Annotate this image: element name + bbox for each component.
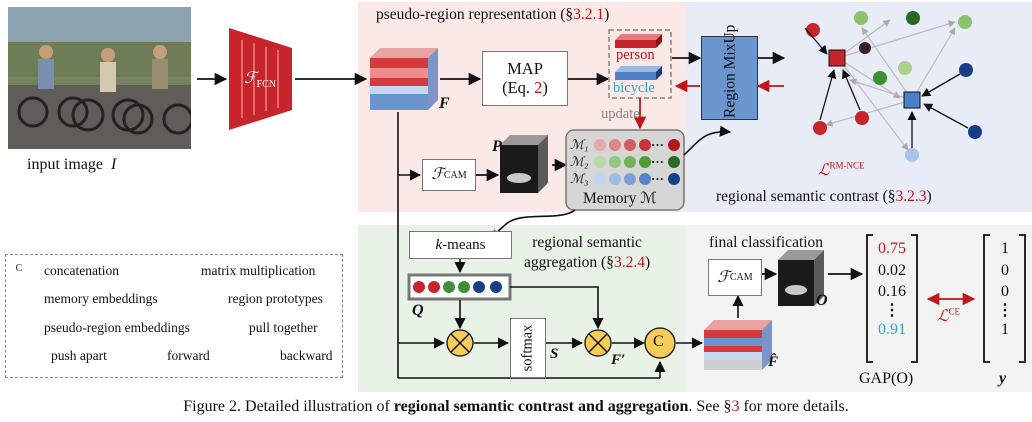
- cyclists-illustration: [8, 7, 191, 149]
- gap-vector: 0.75 0.02 0.16 ⋮ 0.91: [878, 240, 906, 338]
- figure-caption: Figure 2. Detailed illustration of regio…: [183, 398, 849, 415]
- y-label: y: [999, 370, 1007, 387]
- activation-cube-O: [778, 250, 824, 306]
- memory-label: Memory ℳ: [583, 190, 657, 207]
- memory-ellipsis: ·········: [651, 137, 665, 186]
- legend-pseudo: pseudo-region embeddings: [44, 320, 190, 335]
- concat-symbol: C: [653, 333, 664, 350]
- legend-concatenation: concatenation: [44, 263, 119, 278]
- S-label: S: [550, 346, 559, 362]
- contrast-graph: [804, 11, 982, 162]
- input-image: [8, 7, 191, 149]
- concat-circle: [644, 327, 676, 359]
- fcn-block: [229, 28, 292, 130]
- y-vector: 1 0 0 ⋮ 1: [997, 240, 1013, 338]
- bicycle-label: bicycle: [613, 80, 655, 96]
- legend-matrix: matrix multiplication: [201, 263, 316, 278]
- input-label: input image I: [27, 156, 117, 173]
- Q-label: Q: [412, 302, 424, 319]
- matrix-mult-2: [584, 329, 612, 357]
- kmeans-box: k-means: [409, 231, 512, 259]
- person-prototype: [615, 34, 662, 48]
- legend-memory: memory embeddings: [44, 291, 158, 306]
- legend-concat-symbol: C: [15, 263, 23, 274]
- ce-loss: ℒCE: [937, 306, 961, 325]
- map-box: MAP(Eq. 2): [482, 51, 568, 106]
- F-hat-label: F̂: [768, 354, 779, 370]
- feature-cube-F: [370, 48, 438, 110]
- q-prototypes: [413, 281, 502, 293]
- final-classification-title: final classification: [709, 234, 824, 251]
- memory-row-3: [594, 173, 680, 185]
- contrast-title: regional semantic contrast (§3.2.3): [716, 188, 932, 205]
- F-label: F: [439, 95, 450, 112]
- update-label: update: [601, 106, 640, 122]
- rm-nce-loss: ℒRM-NCE: [818, 160, 865, 179]
- memory-row-2: [594, 156, 680, 168]
- activation-cube-P: [500, 135, 548, 193]
- O-label: O: [816, 292, 828, 309]
- gap-label: GAP(O): [859, 370, 914, 387]
- region-mixup-box: Region MixUp: [701, 24, 758, 120]
- softmax-label: softmax: [519, 324, 536, 372]
- legend-backward: backward: [280, 348, 333, 363]
- memory-row-1: [594, 139, 680, 151]
- person-label: person: [616, 47, 655, 63]
- F-prime-label: F′: [611, 352, 626, 368]
- legend-forward: forward: [167, 348, 210, 363]
- region-mixup-label: Region MixUp: [720, 24, 738, 118]
- fcn-label: ℱFCN: [244, 70, 277, 91]
- legend-pull: pull together: [249, 320, 318, 335]
- legend: C concatenation matrix multiplication me…: [5, 254, 343, 378]
- softmax-box: softmax: [510, 318, 546, 378]
- matrix-mult-1: [446, 329, 474, 357]
- bicycle-prototype: [615, 66, 662, 80]
- P-label: P: [492, 138, 502, 155]
- pseudo-region-title: pseudo-region representation (§3.2.1): [376, 6, 610, 23]
- legend-push: push apart: [51, 348, 107, 363]
- aggregation-title: regional semantic aggregation (§3.2.4): [524, 234, 651, 271]
- legend-prototypes: region prototypes: [228, 291, 323, 306]
- feature-cube-F-hat: [704, 320, 772, 370]
